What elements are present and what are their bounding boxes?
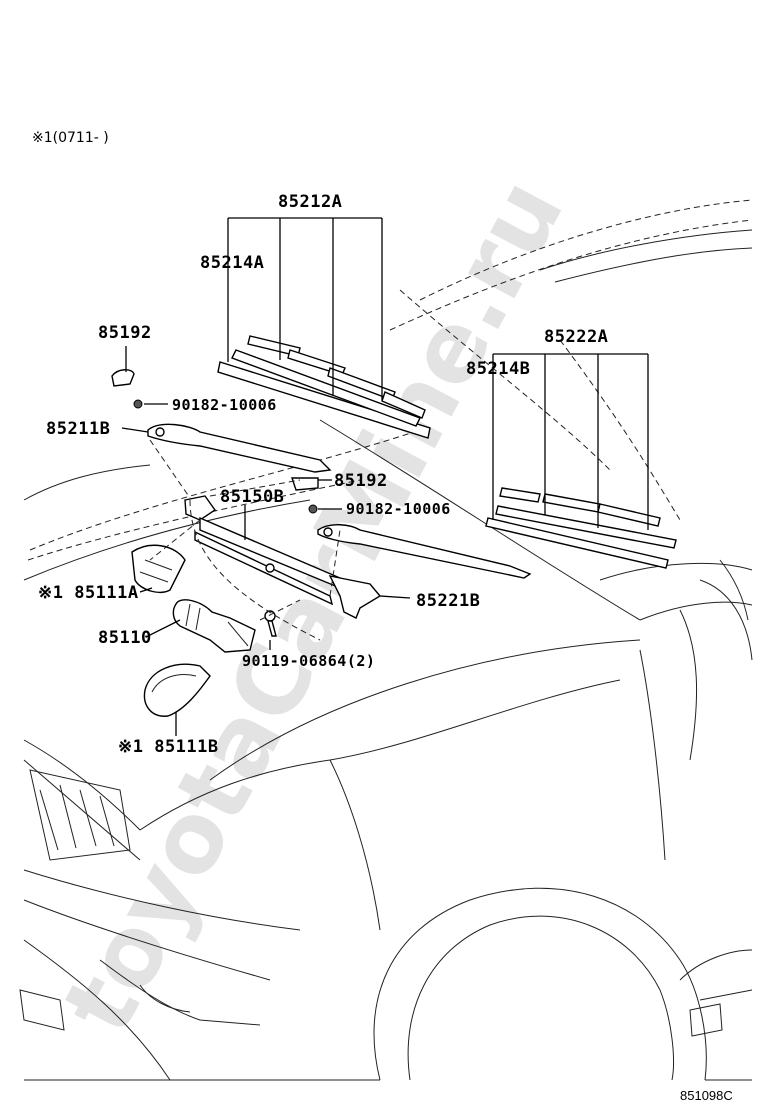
cover-85111a [131, 544, 186, 594]
assembly-dashes [149, 439, 341, 641]
label-85111a: ※1 85111A [38, 583, 139, 603]
label-85214b: 85214B [466, 359, 530, 379]
front-wiper-arm [147, 423, 332, 473]
wiper-link-assembly [184, 495, 382, 619]
label-90182-upper: 90182-10006 [172, 396, 277, 414]
label-85192-upper: 85192 [98, 323, 152, 343]
nut-upper [133, 399, 143, 409]
label-85211b: 85211B [46, 419, 110, 439]
wiper-motor [172, 599, 256, 653]
applicability-note: ※1(0711- ) [32, 130, 109, 146]
label-85212a: 85212A [278, 192, 342, 212]
cover-85111b [143, 663, 211, 717]
figure-number: 851098C [680, 1088, 733, 1103]
vehicle-outline [19, 199, 753, 1081]
leader-lines [121, 217, 649, 736]
label-85222a: 85222A [544, 327, 608, 347]
label-90119: 90119-06864(2) [242, 652, 375, 670]
cap-upper [111, 369, 135, 387]
cap-lower [291, 477, 319, 491]
label-85150b: 85150B [220, 487, 284, 507]
rear-wiper-arm [317, 524, 532, 579]
front-wiper-blade [217, 335, 431, 439]
label-85214a: 85214A [200, 253, 264, 273]
nut-lower [308, 504, 318, 514]
watermark-text: toyotaCarMine.ru [41, 161, 585, 1050]
label-85221b: 85221B [416, 591, 480, 611]
rear-wiper-blade [485, 487, 677, 569]
label-90182-lower: 90182-10006 [346, 500, 451, 518]
label-85111b: ※1 85111B [118, 737, 219, 757]
label-85110: 85110 [98, 628, 152, 648]
label-85192-lower: 85192 [334, 471, 388, 491]
